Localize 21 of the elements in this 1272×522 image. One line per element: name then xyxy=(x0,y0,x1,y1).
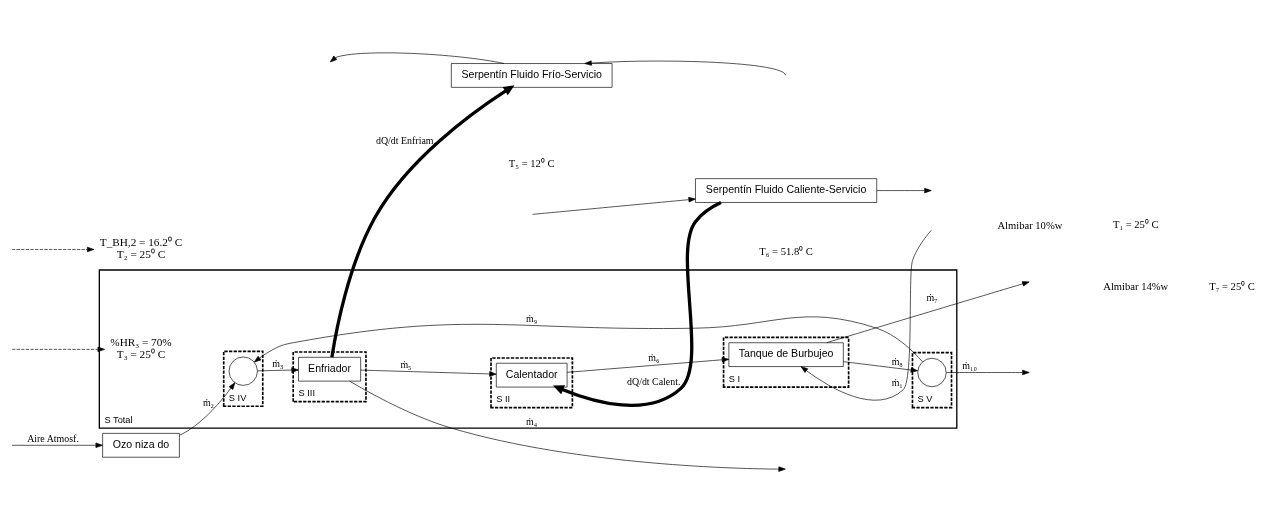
edge-label: ṁ₉ xyxy=(526,312,538,324)
label: T₇ = 25⁰ C xyxy=(1209,281,1255,293)
label: T₆ = 51.8⁰ C xyxy=(759,246,813,258)
edge-label: Aire Atmosf. xyxy=(27,432,79,444)
edge-label: ṁ₁₀ xyxy=(962,360,978,372)
label: T₅ = 12⁰ C xyxy=(508,157,555,169)
edge-label: ṁ₂ xyxy=(202,397,215,409)
edge-label: ṁ₄ xyxy=(526,415,538,427)
edge-label: ṁ₅ xyxy=(400,358,412,370)
edge-label: dQ/dt Enfriam. xyxy=(376,134,436,146)
edge-label: ṁ₁ xyxy=(891,377,903,389)
edge-label: ṁ₆ xyxy=(648,351,660,363)
node-text: %HR₃ = 70% T₃ = 25⁰ C xyxy=(110,335,172,361)
edge-label: ṁ₇ xyxy=(926,292,938,304)
label: Almibar 14%w xyxy=(1103,281,1169,293)
label: T₁ = 25⁰ C xyxy=(1112,219,1159,231)
node-text: T_BH,2 = 16.2⁰ C T₂ = 25⁰ C xyxy=(99,235,183,261)
edge-label: ṁ₈ xyxy=(891,355,903,367)
edge-label: dQ/dt Calent. xyxy=(627,376,681,388)
edge-label: ṁ₃ xyxy=(272,358,284,370)
label: Almibar 10%w xyxy=(997,220,1063,232)
